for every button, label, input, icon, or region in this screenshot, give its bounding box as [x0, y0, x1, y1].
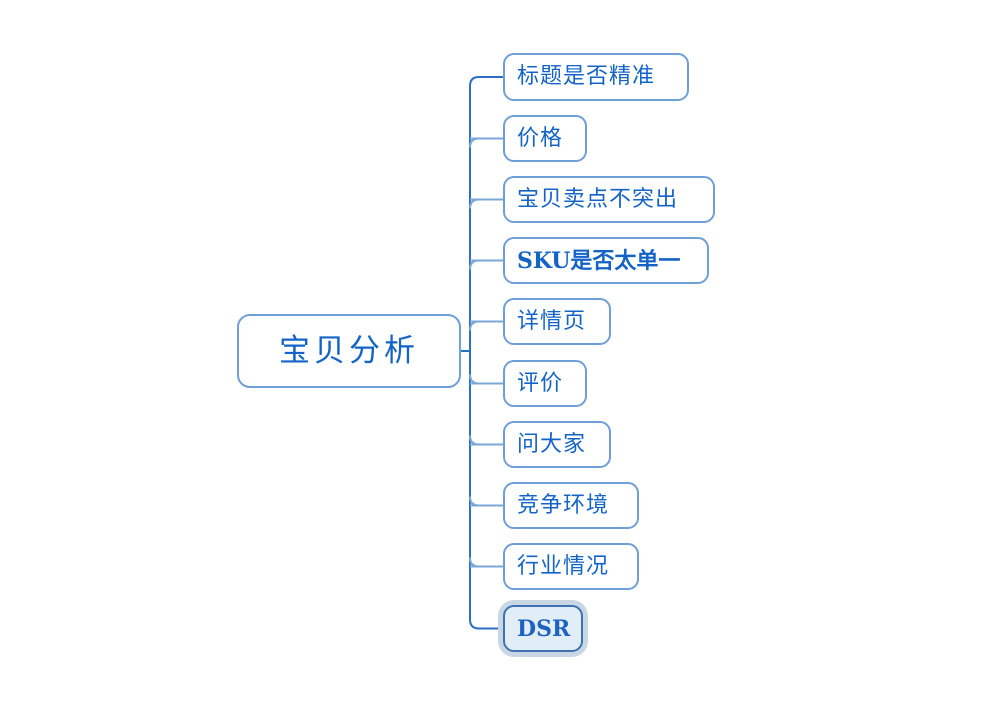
connector-shoulder-3	[469, 198, 480, 209]
topic-node-label: 详情页	[517, 308, 587, 334]
connector-shoulder-4	[469, 259, 480, 270]
topic-node-7[interactable]: 问大家	[503, 421, 611, 468]
connector-shoulder-2	[469, 137, 480, 148]
topic-node-label: 评价	[517, 370, 564, 396]
topic-node-label: 竞争环境	[517, 492, 610, 518]
connector-shoulder-7	[469, 435, 480, 446]
topic-node-label: 宝贝卖点不突出	[517, 186, 679, 212]
root-node-label: 宝贝分析	[279, 332, 419, 369]
topic-node-label: 价格	[517, 125, 564, 151]
connector-shoulder-9	[469, 557, 480, 568]
topic-node-label: DSR	[517, 615, 571, 642]
connector-branch-1	[469, 76, 503, 87]
topic-node-2[interactable]: 价格	[503, 115, 587, 162]
topic-node-8[interactable]: 竞争环境	[503, 482, 639, 529]
connector-shoulder-8	[469, 496, 480, 507]
topic-node-label: 问大家	[517, 431, 587, 457]
topic-node-1[interactable]: 标题是否精准	[503, 53, 689, 101]
topic-node-3[interactable]: 宝贝卖点不突出	[503, 176, 715, 223]
topic-node-6[interactable]: 评价	[503, 360, 587, 407]
topic-node-5[interactable]: 详情页	[503, 298, 611, 345]
topic-node-label: 标题是否精准	[517, 64, 656, 89]
topic-node-label: 行业情况	[517, 553, 610, 579]
root-node[interactable]: 宝贝分析	[237, 314, 461, 388]
connector-shoulder-6	[469, 374, 480, 385]
topic-node-4[interactable]: SKU是否太单一	[503, 237, 709, 284]
topic-node-10[interactable]: DSR	[503, 605, 583, 652]
connector-branch-10	[469, 619, 503, 630]
topic-node-9[interactable]: 行业情况	[503, 543, 639, 590]
topic-node-label: SKU是否太单一	[517, 247, 681, 274]
connector-shoulder-5	[469, 320, 480, 331]
